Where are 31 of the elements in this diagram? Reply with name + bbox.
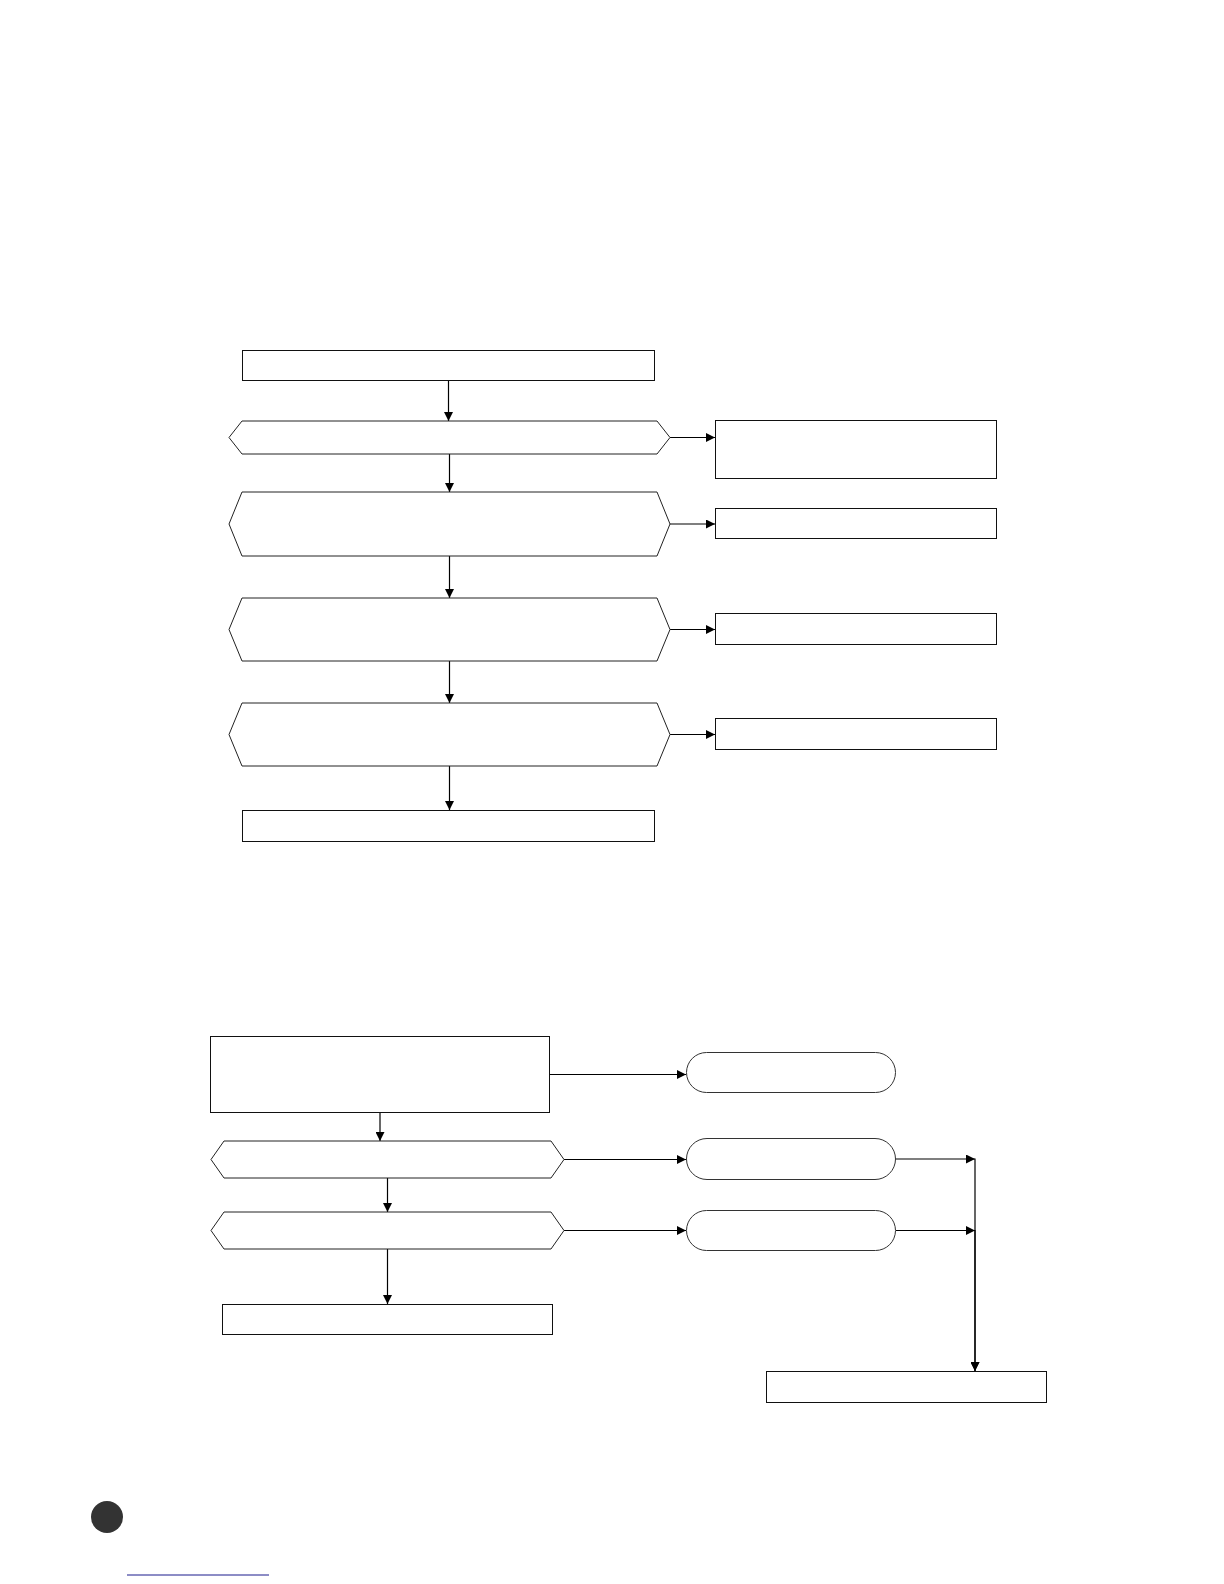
- decision-hexagon: [211, 1212, 564, 1249]
- arrow: [445, 453, 454, 493]
- arrow: [383, 1177, 392, 1213]
- decision-hexagon: [211, 1141, 564, 1178]
- decision-hexagon: [229, 703, 670, 766]
- arrow: [563, 1226, 687, 1235]
- process-box: [715, 508, 997, 539]
- process-box: [210, 1036, 550, 1113]
- process-box: [715, 613, 997, 645]
- arrow: [669, 433, 716, 442]
- decision-hexagon: [229, 598, 670, 661]
- process-box: [715, 718, 997, 750]
- arrow: [895, 1226, 980, 1372]
- process-box: [766, 1371, 1047, 1403]
- process-box: [222, 1304, 553, 1335]
- arrow: [375, 1112, 385, 1142]
- arrow: [669, 730, 716, 739]
- arrow: [669, 625, 716, 634]
- process-box: [715, 420, 997, 479]
- arrow: [444, 380, 453, 422]
- arrow: [445, 765, 454, 811]
- process-box: [242, 350, 655, 381]
- arrow: [549, 1070, 687, 1079]
- decision-hexagon: [229, 492, 670, 556]
- arrow: [445, 555, 454, 599]
- process-box: [242, 810, 655, 842]
- arrow: [669, 519, 716, 529]
- arrow: [445, 660, 454, 704]
- arrow: [383, 1248, 392, 1305]
- decision-hexagon: [229, 421, 670, 454]
- arrow: [563, 1155, 687, 1164]
